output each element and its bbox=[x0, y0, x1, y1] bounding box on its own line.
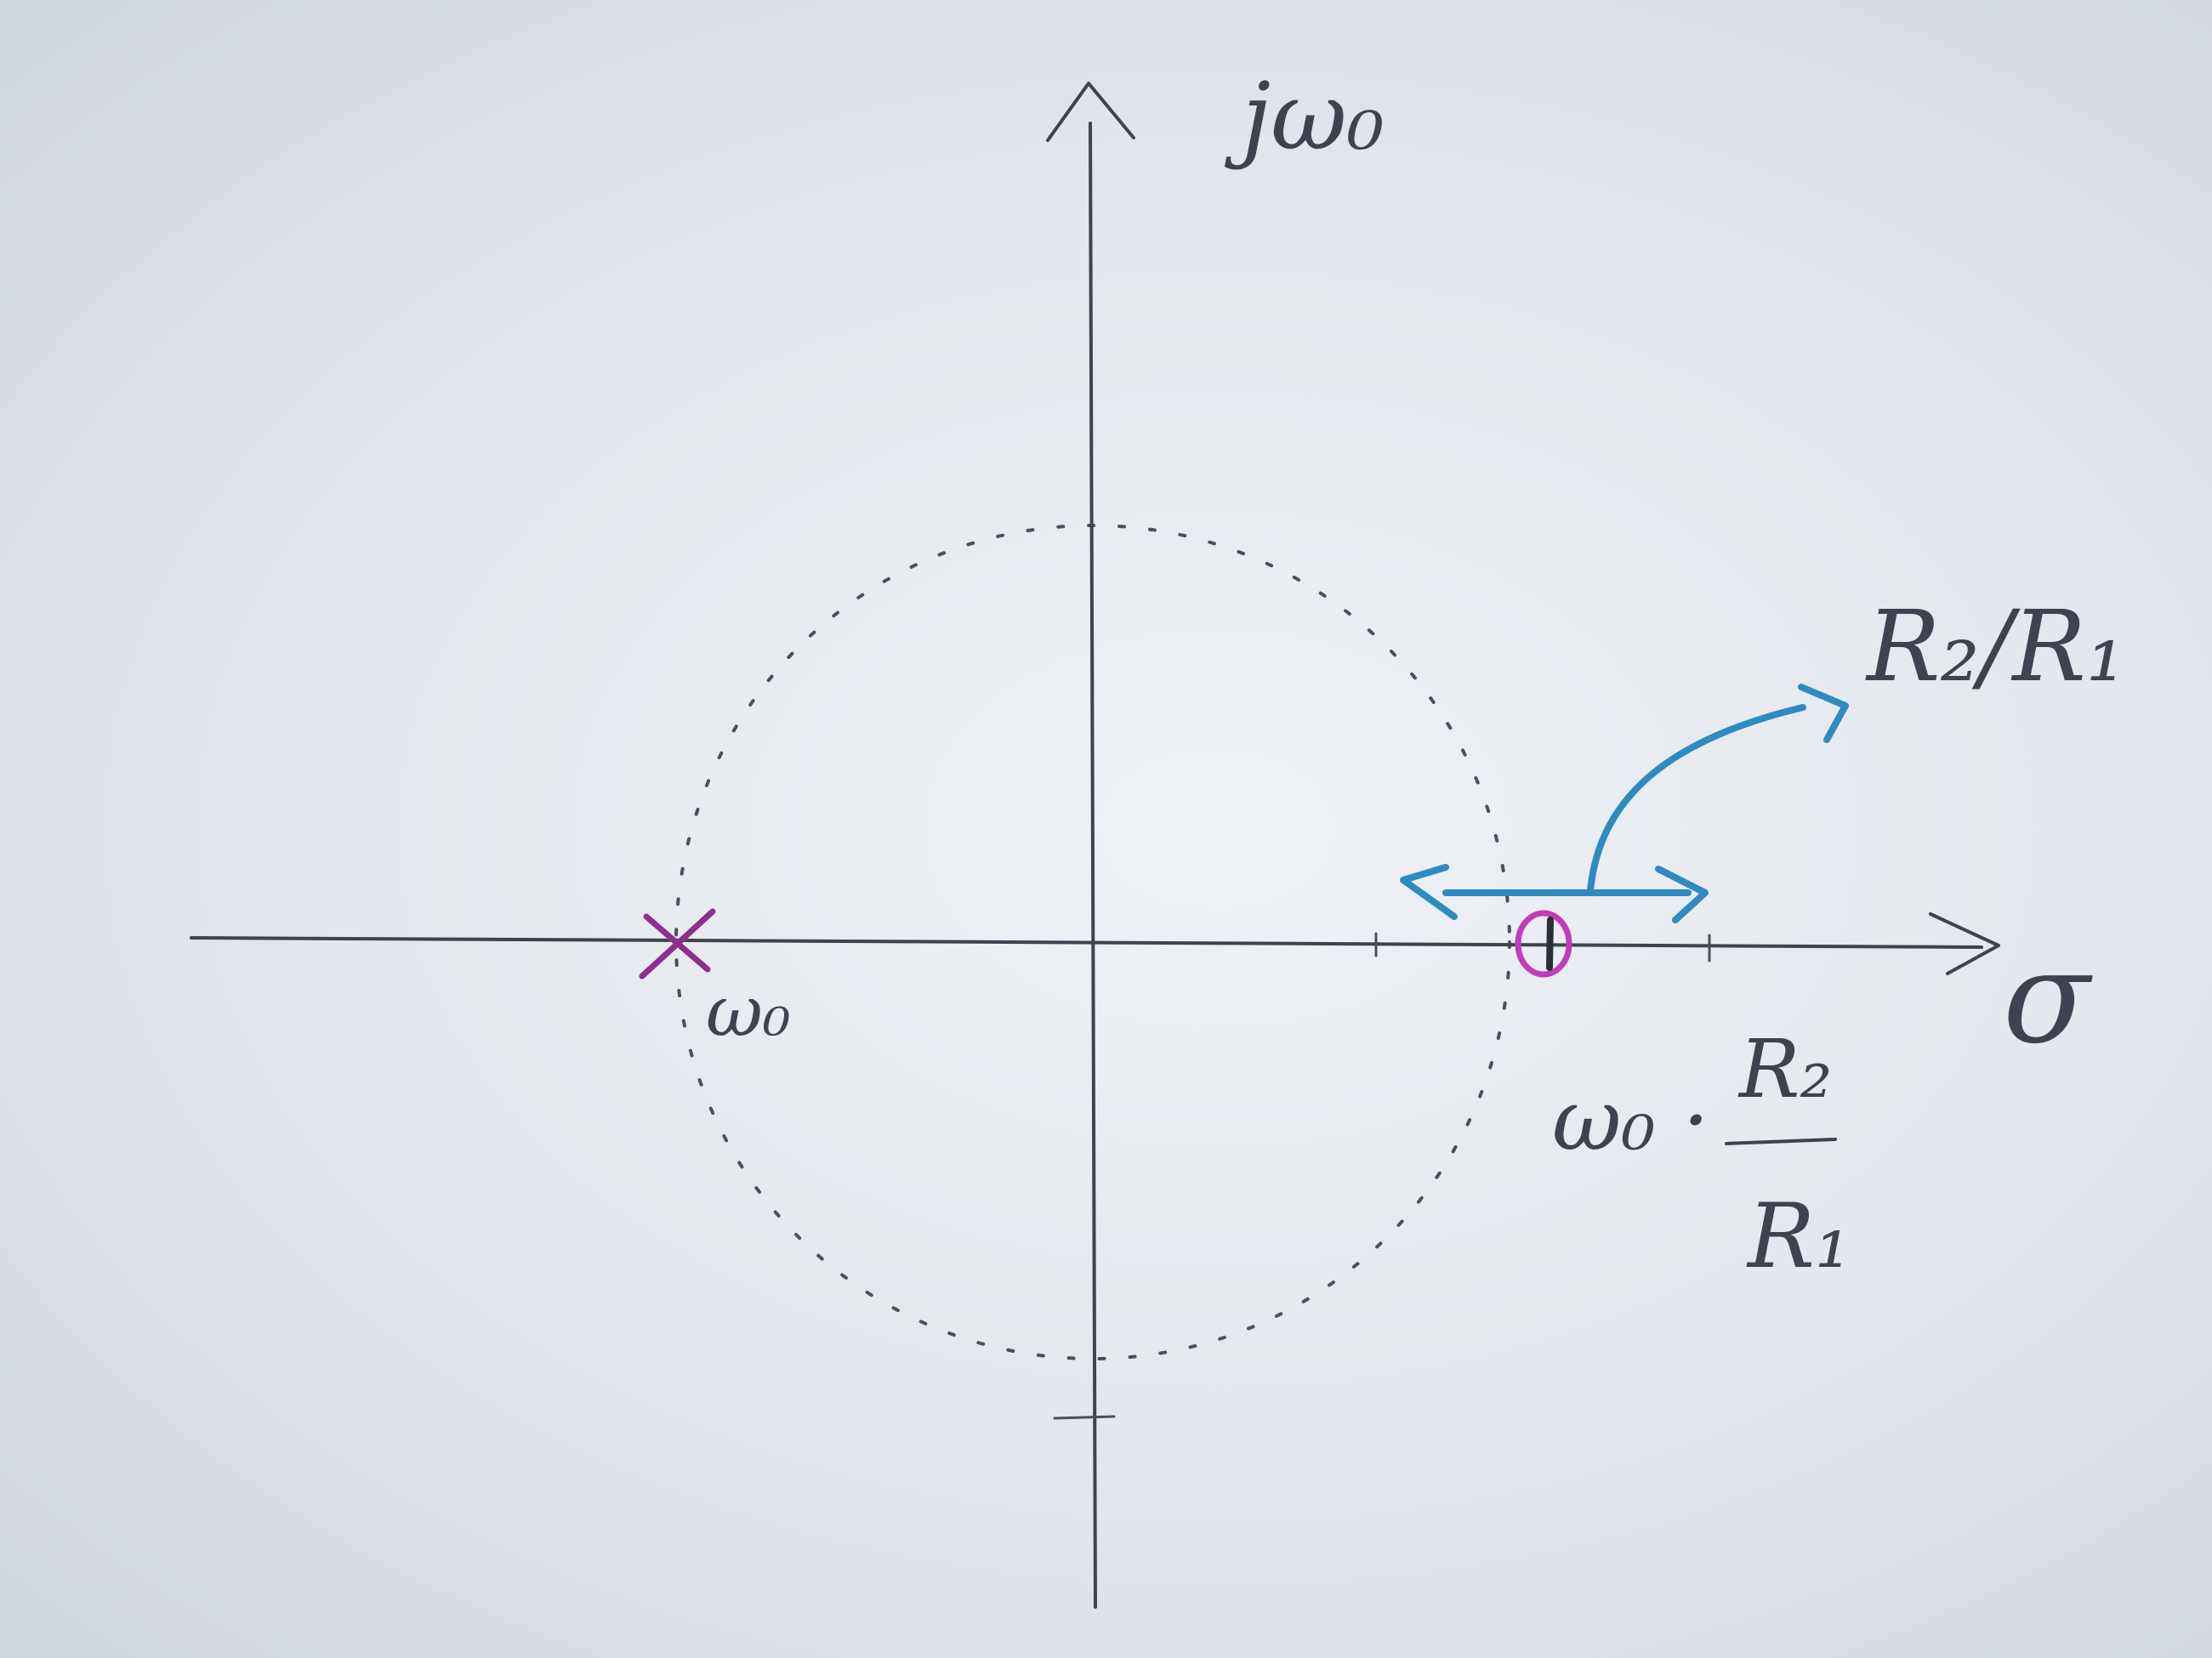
zero-motion-arrows bbox=[1400, 684, 1849, 923]
pole-label: ω₀ bbox=[706, 972, 791, 1053]
real-axis bbox=[190, 936, 1983, 949]
tick-mark bbox=[1053, 1415, 1116, 1420]
imaginary-axis-label: jω₀ bbox=[1224, 62, 1385, 171]
imaginary-axis bbox=[1089, 122, 1097, 1609]
zero-marker bbox=[1515, 910, 1572, 978]
real-axis-arrowhead bbox=[1929, 912, 2000, 975]
zero-label-numerator: R₂ bbox=[1737, 1023, 1833, 1116]
real-axis-label: σ bbox=[2003, 924, 2093, 1072]
zero-label-prefix: ω₀ · bbox=[1552, 1070, 1709, 1170]
imaginary-axis-arrowhead bbox=[1046, 82, 1135, 142]
motion-label: R₂/R₁ bbox=[1865, 590, 2125, 704]
pole-marker bbox=[639, 908, 716, 979]
zero-label-denominator: R₁ bbox=[1746, 1184, 1851, 1288]
fraction-bar bbox=[1725, 1138, 1837, 1145]
